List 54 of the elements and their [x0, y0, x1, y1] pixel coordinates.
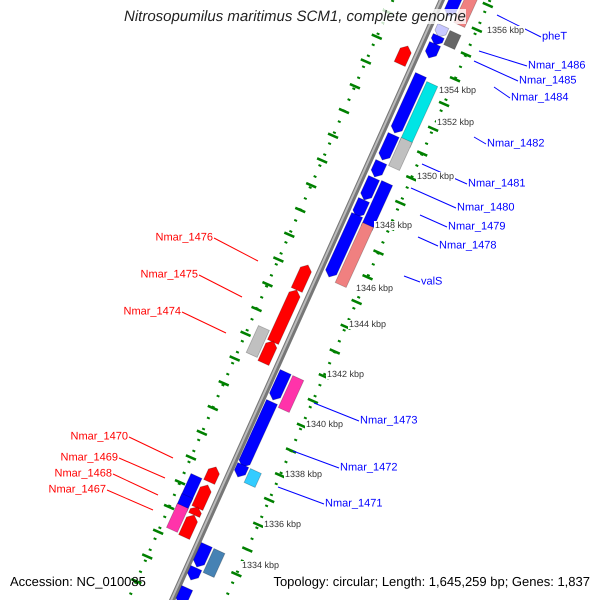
gene-label: Nmar_1470 [70, 432, 128, 442]
gene-label: Nmar_1476 [156, 232, 213, 244]
gene-label: Nmar_1485 [519, 76, 576, 86]
accession-text: Accession: NC_010085 [10, 575, 146, 588]
scale-label: 1334 kbp [241, 561, 280, 570]
leader-line [418, 236, 438, 246]
gene-label: Nmar_1468 [54, 468, 112, 480]
scale-label: 1346 kbp [355, 284, 394, 293]
gene-label: Nmar_1481 [468, 178, 526, 190]
leader-line [106, 490, 154, 510]
leader-line [404, 276, 420, 282]
scale-label: 1336 kbp [263, 520, 302, 529]
gene-label: Nmar_1469 [60, 452, 118, 464]
leader-line [496, 14, 542, 38]
leader-line [494, 86, 510, 98]
scale-label: 1352 kbp [436, 118, 476, 127]
scale-label: 1338 kbp [284, 470, 324, 479]
gene-label: valS [421, 276, 442, 288]
gene-label: Nmar_1472 [340, 462, 398, 474]
leader-line [474, 136, 486, 144]
leader-line [278, 486, 324, 504]
gene-label: pheT [542, 32, 568, 42]
gene-label: Nmar_1475 [140, 270, 198, 280]
gene-label: Nmar_1467 [48, 484, 106, 496]
leader-line [314, 402, 360, 422]
title: Nitrosopumilus maritimus SCM1, complete genome [124, 9, 466, 24]
leader-line [410, 188, 456, 208]
leader-line [420, 214, 448, 228]
scale-label: 1344 kbp [348, 320, 388, 329]
leader-line [214, 238, 258, 262]
gene-label: Nmar_1478 [439, 240, 496, 252]
scale-label: 1348 kbp [374, 221, 414, 230]
scale-label: 1356 kbp [486, 26, 526, 35]
summary-text: Topology: circular; Length: 1,645,259 bp; Genes: 1,837 [273, 575, 590, 588]
gene-label: Nmar_1473 [360, 416, 418, 426]
leader-line [292, 450, 340, 468]
scale-label: 1342 kbp [326, 370, 366, 379]
gene-label: Nmar_1474 [124, 306, 181, 318]
gene-label: Nmar_1486 [528, 60, 586, 72]
leader-line [112, 474, 158, 496]
scale-label: 1354 kbp [438, 86, 478, 95]
leader-line [128, 436, 174, 458]
leader-line [182, 312, 226, 334]
gene-label: Nmar_1482 [487, 138, 544, 150]
scale-label: 1340 kbp [305, 420, 344, 429]
gene-label: Nmar_1479 [448, 222, 506, 232]
leader-line [474, 60, 518, 82]
gene-label: Nmar_1484 [511, 92, 568, 104]
gene-label: Nmar_1471 [325, 498, 382, 510]
leader-line [118, 458, 166, 478]
scale-label: 1350 kbp [416, 172, 456, 181]
gene-label: Nmar_1480 [457, 202, 514, 214]
leader-line [478, 50, 528, 66]
leader-line [198, 274, 242, 298]
